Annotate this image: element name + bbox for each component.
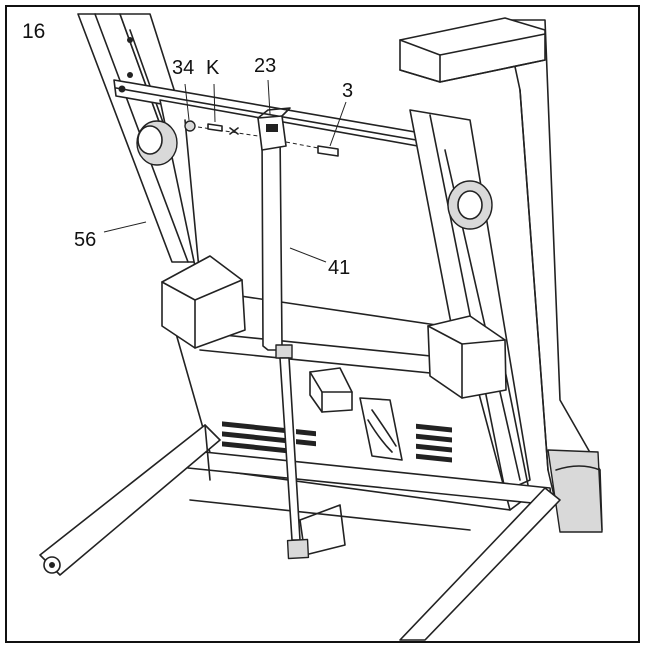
right-rail <box>409 109 531 501</box>
callout-41: 41 <box>328 257 350 279</box>
callout-56: 56 <box>74 229 96 251</box>
callout-34: 34 <box>172 57 194 79</box>
pin-bracket <box>257 107 291 151</box>
callout-3: 3 <box>342 80 353 102</box>
vent-slots-right <box>416 423 452 463</box>
leader-lines <box>103 79 347 263</box>
base-frame <box>39 424 561 641</box>
frame-border <box>5 5 640 643</box>
vent-slots-left <box>222 421 316 454</box>
right-upright <box>504 19 603 533</box>
step-number: 16 <box>22 20 45 43</box>
right-handlebar <box>399 17 546 83</box>
hardware <box>184 120 339 157</box>
callout-k: K <box>206 57 220 79</box>
gas-spring <box>261 129 310 560</box>
left-roller-cap <box>136 120 178 166</box>
callout-23: 23 <box>254 55 276 77</box>
